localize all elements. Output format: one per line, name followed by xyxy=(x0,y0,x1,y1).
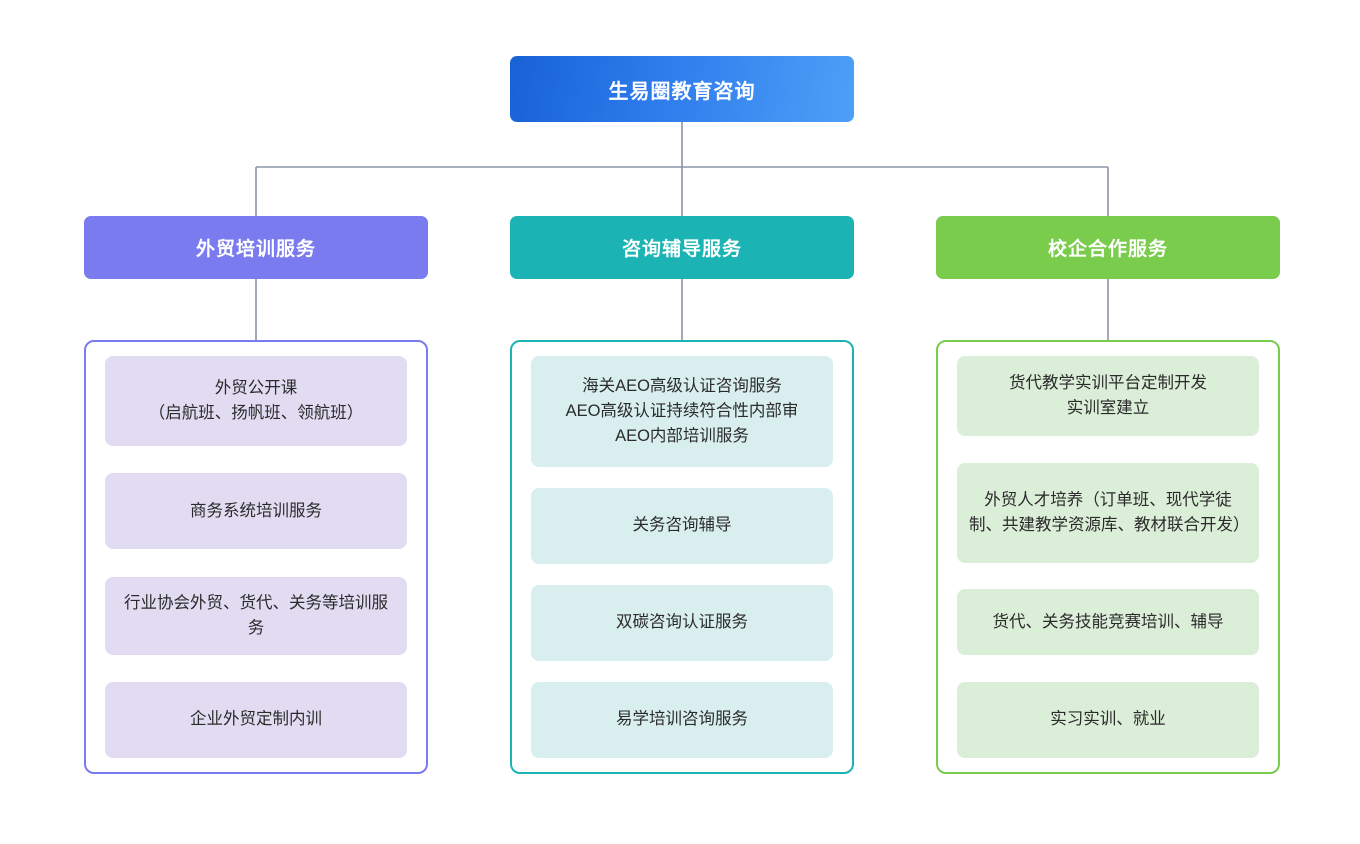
spacer xyxy=(531,467,833,488)
branch-header-label: 外贸培训服务 xyxy=(195,239,316,260)
branch-header-training[interactable]: 外贸培训服务 xyxy=(84,216,428,279)
root-node-label: 生易圈教育咨询 xyxy=(608,80,756,103)
leaf-card[interactable]: 外贸公开课 （启航班、扬帆班、领航班） xyxy=(105,356,407,446)
spacer xyxy=(105,549,407,576)
spacer xyxy=(531,661,833,682)
leaf-card[interactable]: 双碳咨询认证服务 xyxy=(531,585,833,661)
branch-header-consulting[interactable]: 咨询辅导服务 xyxy=(510,216,854,279)
branch-header-label: 校企合作服务 xyxy=(1047,239,1168,260)
branch-consulting: 咨询辅导服务 海关AEO高级认证咨询服务 AEO高级认证持续符合性内部审 AEO… xyxy=(510,216,854,774)
leaf-card[interactable]: 易学培训咨询服务 xyxy=(531,682,833,758)
spacer xyxy=(531,564,833,585)
items-container-school-enterprise: 货代教学实训平台定制开发 实训室建立 外贸人才培养（订单班、现代学徒制、共建教学… xyxy=(936,340,1280,774)
branch-header-school-enterprise[interactable]: 校企合作服务 xyxy=(936,216,1280,279)
leaf-card[interactable]: 海关AEO高级认证咨询服务 AEO高级认证持续符合性内部审 AEO内部培训服务 xyxy=(531,356,833,467)
branch-header-label: 咨询辅导服务 xyxy=(621,239,742,260)
spacer xyxy=(105,446,407,473)
root-node[interactable]: 生易圈教育咨询 xyxy=(510,56,854,122)
items-container-training: 外贸公开课 （启航班、扬帆班、领航班） 商务系统培训服务 行业协会外贸、货代、关… xyxy=(84,340,428,774)
branch-school-enterprise: 校企合作服务 货代教学实训平台定制开发 实训室建立 外贸人才培养（订单班、现代学… xyxy=(936,216,1280,774)
spacer xyxy=(105,655,407,682)
leaf-card[interactable]: 货代、关务技能竞赛培训、辅导 xyxy=(957,589,1259,656)
leaf-card[interactable]: 行业协会外贸、货代、关务等培训服务 xyxy=(105,576,407,655)
items-container-consulting: 海关AEO高级认证咨询服务 AEO高级认证持续符合性内部审 AEO内部培训服务 … xyxy=(510,340,854,774)
leaf-card[interactable]: 关务咨询辅导 xyxy=(531,488,833,564)
branch-training: 外贸培训服务 外贸公开课 （启航班、扬帆班、领航班） 商务系统培训服务 行业协会… xyxy=(84,216,428,774)
leaf-card[interactable]: 企业外贸定制内训 xyxy=(105,681,407,758)
spacer xyxy=(957,436,1259,463)
spacer xyxy=(957,563,1259,590)
leaf-card[interactable]: 实习实训、就业 xyxy=(957,682,1259,759)
spacer xyxy=(957,655,1259,682)
leaf-card[interactable]: 货代教学实训平台定制开发 实训室建立 xyxy=(957,356,1259,436)
leaf-card[interactable]: 商务系统培训服务 xyxy=(105,473,407,550)
leaf-card[interactable]: 外贸人才培养（订单班、现代学徒制、共建教学资源库、教材联合开发） xyxy=(957,462,1259,563)
